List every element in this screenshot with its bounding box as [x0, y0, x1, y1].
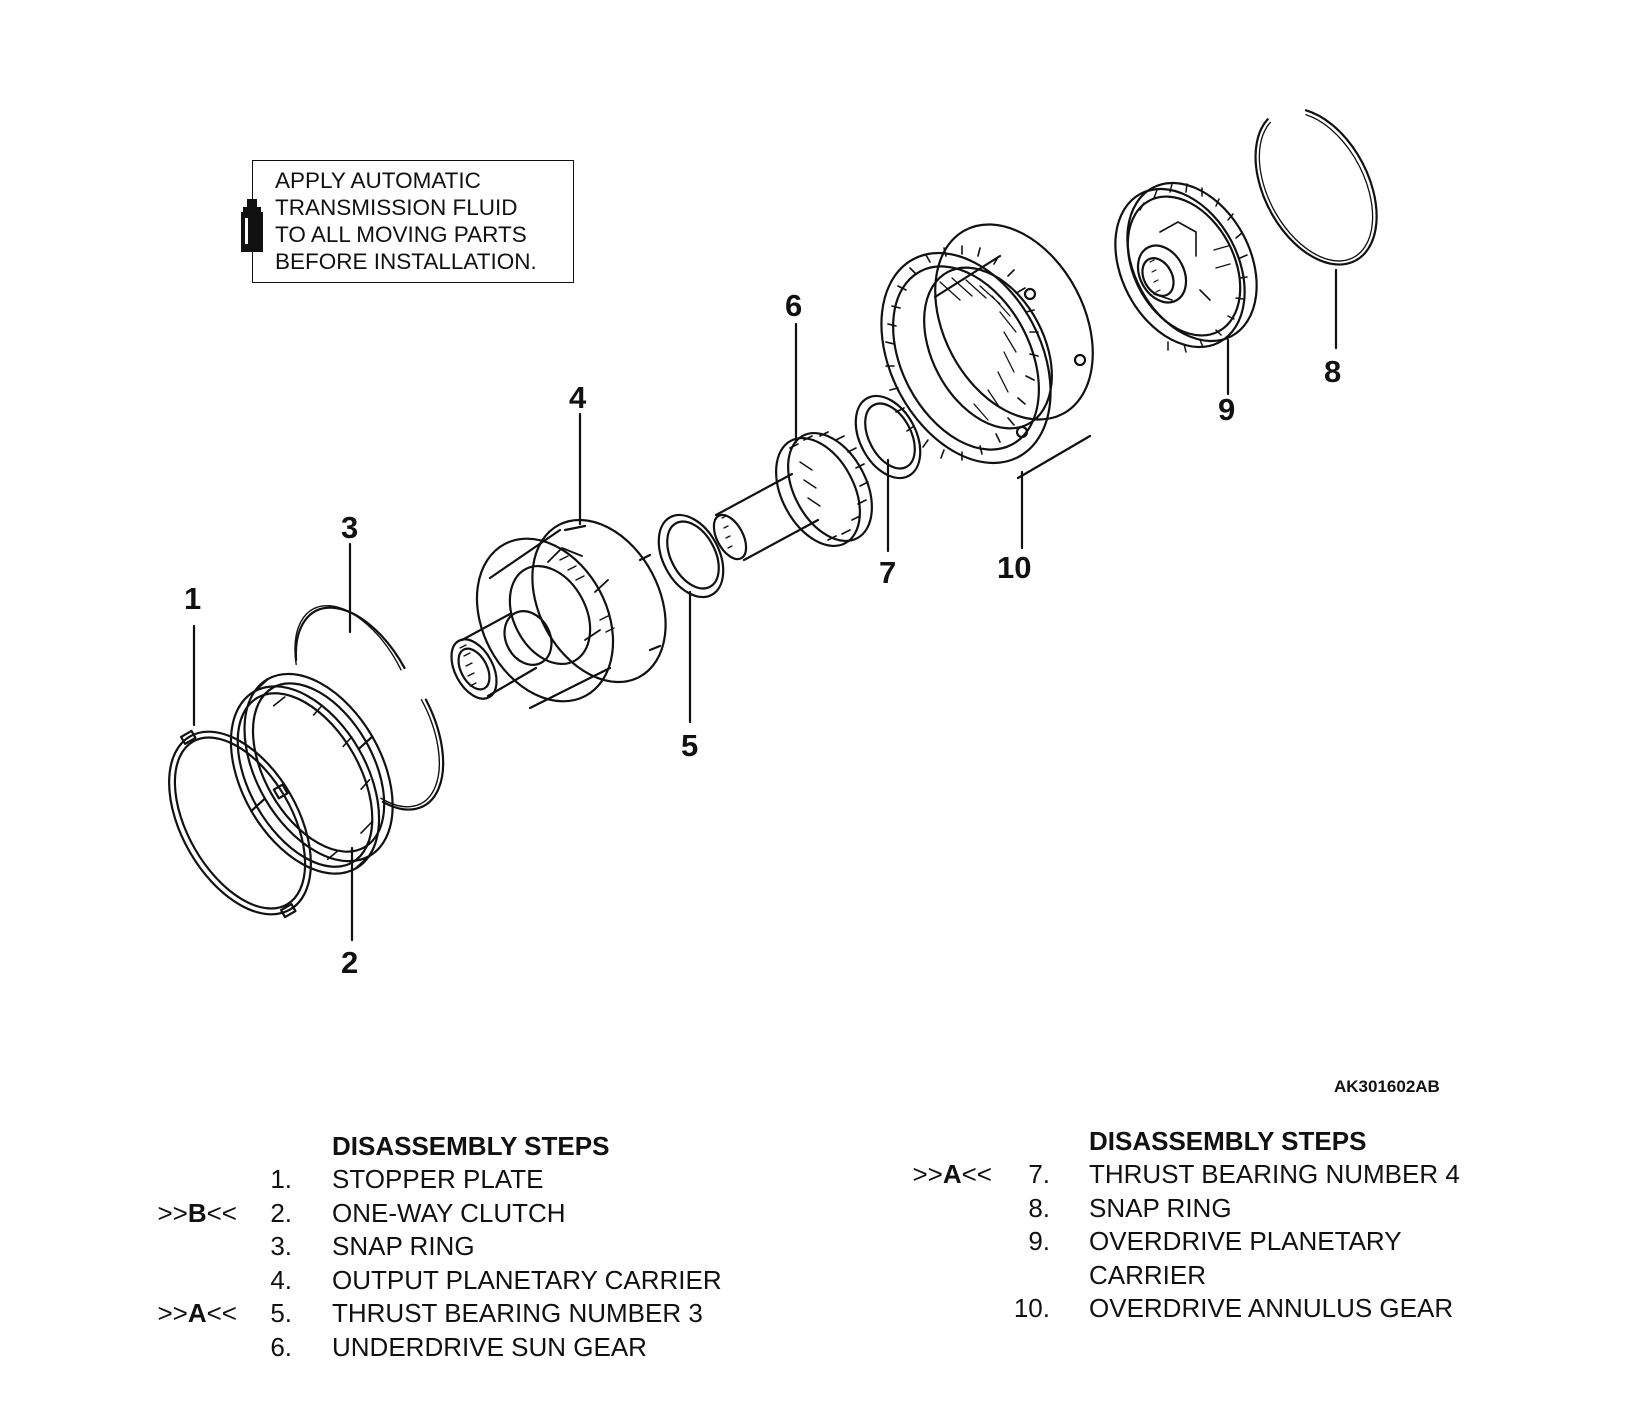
- step-marker: >>B<<: [157, 1197, 237, 1228]
- step-label: SNAP RING: [332, 1231, 475, 1261]
- part-snap-ring-8: [1254, 109, 1378, 266]
- step-number: 2.: [270, 1197, 292, 1228]
- step-label: UNDERDRIVE SUN GEAR: [332, 1331, 647, 1362]
- part-thrust-bearing-4: [854, 394, 922, 480]
- step-number: 6.: [270, 1331, 292, 1362]
- callout-5: 5: [681, 728, 699, 763]
- step-label: ONE-WAY CLUTCH: [332, 1197, 566, 1228]
- step-marker: >>A<<: [157, 1298, 237, 1328]
- part-one-way-clutch: [229, 672, 394, 875]
- step-label: CARRIER: [1089, 1259, 1207, 1290]
- callout-7: 7: [879, 555, 897, 590]
- step-label: THRUST BEARING NUMBER 4: [1089, 1159, 1460, 1189]
- step-label: STOPPER PLATE: [332, 1164, 544, 1194]
- part-output-planetary-carrier: [450, 518, 667, 710]
- fluid-bottle-icon: [241, 199, 263, 252]
- step-marker: >>A<<: [912, 1159, 992, 1189]
- part-snap-ring-3: [294, 605, 445, 811]
- step-number: 4.: [270, 1264, 292, 1295]
- step-label: THRUST BEARING NUMBER 3: [332, 1298, 703, 1328]
- atf-note-text: APPLY AUTOMATIC TRANSMISSION FLUID TO AL…: [275, 167, 537, 275]
- step-label: OUTPUT PLANETARY CARRIER: [332, 1264, 722, 1295]
- callout-3: 3: [341, 510, 359, 545]
- step-number: 3.: [270, 1231, 292, 1261]
- steps-left-title: DISASSEMBLY STEPS: [332, 1131, 610, 1161]
- callout-2: 2: [341, 945, 359, 980]
- part-overdrive-annulus-gear: [880, 223, 1094, 480]
- callout-6: 6: [785, 288, 803, 323]
- part-thrust-bearing-3: [657, 513, 725, 599]
- part-underdrive-sun-gear: [712, 431, 873, 562]
- part-stopper-plate: [168, 729, 312, 919]
- step-label: SNAP RING: [1089, 1192, 1232, 1223]
- figure-code: AK301602AB: [1334, 1077, 1440, 1096]
- step-label: OVERDRIVE PLANETARY: [1089, 1226, 1402, 1256]
- note-line: APPLY AUTOMATIC: [275, 168, 481, 193]
- step-number: 5.: [270, 1298, 292, 1328]
- step-label: OVERDRIVE ANNULUS GEAR: [1089, 1293, 1454, 1323]
- callout-9: 9: [1218, 392, 1236, 427]
- callout-4: 4: [569, 380, 587, 415]
- step-number: 1.: [270, 1164, 292, 1194]
- step-number: 9.: [1028, 1226, 1050, 1256]
- part-overdrive-planetary-carrier: [1114, 181, 1258, 353]
- note-line: BEFORE INSTALLATION.: [275, 249, 537, 274]
- steps-right-title: DISASSEMBLY STEPS: [1089, 1126, 1367, 1156]
- step-number: 10.: [1013, 1293, 1050, 1323]
- step-number: 8.: [1028, 1192, 1050, 1223]
- leader-lines: [192, 268, 1338, 942]
- callout-8: 8: [1324, 354, 1342, 389]
- note-line: TRANSMISSION FLUID: [275, 195, 518, 220]
- atf-note-box: APPLY AUTOMATIC TRANSMISSION FLUID TO AL…: [241, 160, 574, 283]
- step-number: 7.: [1028, 1159, 1050, 1189]
- callout-1: 1: [184, 581, 202, 616]
- note-line: TO ALL MOVING PARTS: [275, 222, 527, 247]
- callout-10: 10: [997, 550, 1032, 585]
